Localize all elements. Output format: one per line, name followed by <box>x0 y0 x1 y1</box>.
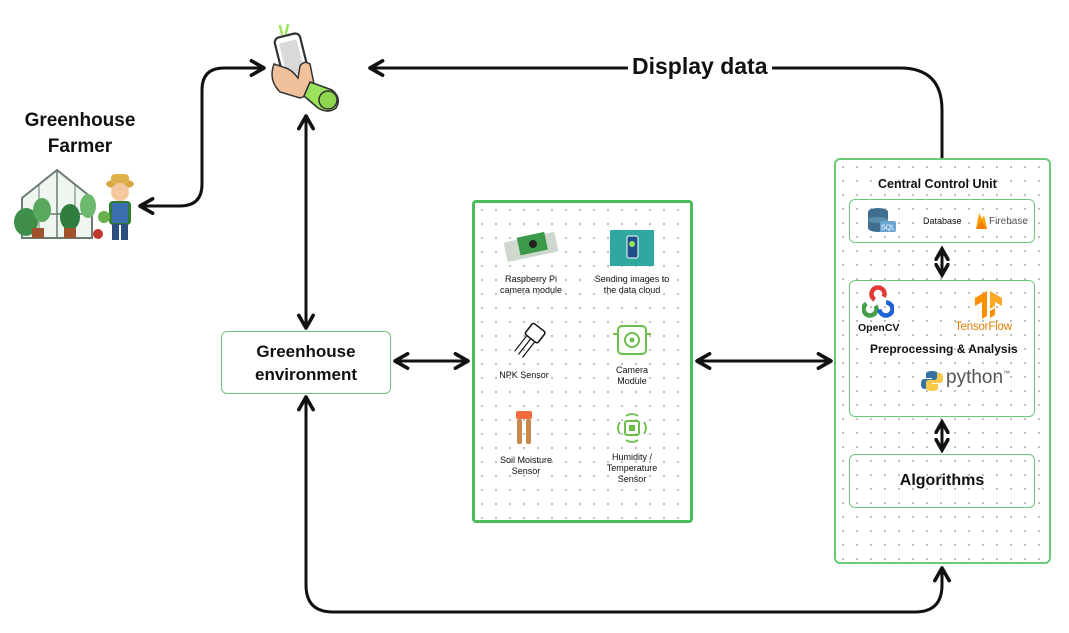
sensor-caption-camera-module: Camera Module <box>582 365 682 387</box>
arrow-display-data <box>368 59 944 158</box>
caption-line: Soil Moisture <box>499 455 553 465</box>
algorithms-label: Algorithms <box>899 472 985 489</box>
farmer-title: Greenhouse Farmer <box>10 108 150 160</box>
greenhouse-environment-box: Greenhouse environment <box>221 331 391 394</box>
smartphone-hand-icon <box>271 24 340 112</box>
display-data-label: Display data <box>628 53 772 80</box>
arrow-preprocessing-algorithms <box>930 417 954 455</box>
environment-line1: Greenhouse <box>256 341 356 361</box>
tensorflow-label: TensorFlow <box>955 321 1012 333</box>
arrow-farmer-phone <box>138 59 266 215</box>
preprocessing-label: Preprocessing & Analysis <box>870 342 1018 356</box>
greenhouse-farmer-illustration <box>14 168 134 240</box>
caption-line: Module <box>617 376 647 386</box>
opencv-label: OpenCV <box>858 322 900 334</box>
camera-module-icon <box>613 325 651 355</box>
database-label: Database <box>923 216 962 226</box>
algorithms-box: Algorithms <box>849 454 1035 508</box>
farmer-title-line1: Greenhouse <box>24 110 136 131</box>
arrow-database-preprocessing <box>930 244 954 280</box>
soil-moisture-sensor-icon <box>516 411 532 444</box>
sensor-caption-raspberry-pi: Raspberry Pi camera module <box>481 274 581 296</box>
caption-line: Sensor <box>511 466 541 476</box>
firebase-label: Firebase <box>989 216 1028 227</box>
environment-line2: environment <box>254 364 358 384</box>
opencv-icon <box>862 285 894 318</box>
sensor-caption-sending-images: Sending images to the data cloud <box>582 274 682 296</box>
sensor-caption-humidity-temperature: Humidity / Temperature Sensor <box>582 452 682 485</box>
caption-line: the data cloud <box>603 285 661 295</box>
caption-line: Sending images to <box>594 274 670 284</box>
caption-line: Humidity / <box>611 452 652 462</box>
sql-database-icon: SQL <box>868 208 896 232</box>
database-box <box>849 199 1035 243</box>
sensor-caption-soil-moisture: Soil Moisture Sensor <box>476 455 576 477</box>
caption-line: NPK Sensor <box>499 370 549 380</box>
sensor-caption-npk: NPK Sensor <box>474 370 574 381</box>
python-label-text: python <box>946 367 1004 388</box>
caption-line: Raspberry Pi <box>504 274 558 284</box>
npk-sensor-icon <box>514 322 546 358</box>
caption-line: Camera <box>615 365 648 375</box>
python-label: python™ <box>946 367 1010 389</box>
firebase-icon <box>976 213 987 229</box>
central-control-unit-panel <box>834 158 1051 564</box>
humidity-temperature-sensor-icon <box>617 413 647 443</box>
caption-line: Temperature <box>606 463 658 473</box>
tensorflow-icon <box>975 291 1002 319</box>
phone-cloud-upload-icon <box>610 230 654 266</box>
caption-line: Sensor <box>617 474 647 484</box>
python-trademark: ™ <box>1003 370 1011 378</box>
caption-line: camera module <box>499 285 563 295</box>
python-icon <box>921 371 943 391</box>
ccu-title: Central Control Unit <box>878 177 997 191</box>
arrow-environment-ccu-loop <box>297 395 951 614</box>
farmer-title-line2: Farmer <box>47 136 113 157</box>
sql-label: SQL <box>881 225 895 232</box>
preprocessing-analysis-box <box>849 280 1035 417</box>
raspberry-pi-camera-icon <box>503 231 559 262</box>
